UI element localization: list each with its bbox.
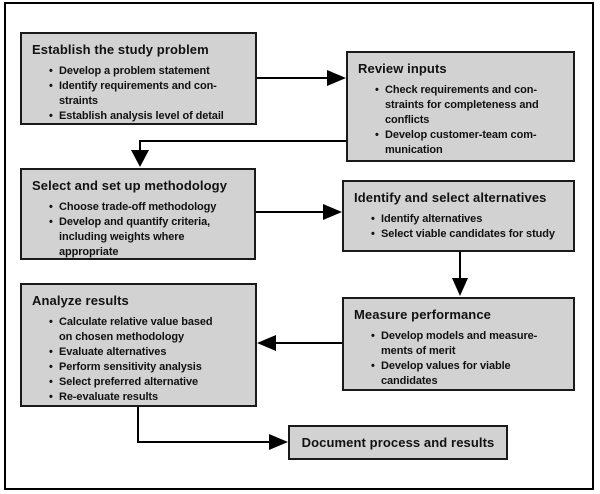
box-identify-alternatives: Identify and select alternatives Identif… [342, 180, 575, 252]
arrow-alternatives-to-measure [452, 252, 468, 296]
bullet-item: Establish analysis level of detail [49, 109, 253, 124]
box-title: Document process and results [301, 434, 495, 450]
bullet-item: Develop customer-team com- munication [375, 128, 571, 158]
bullet-item: Calculate relative value based on chosen… [49, 315, 253, 345]
bullet-item: Evaluate alternatives [49, 345, 253, 360]
box-document-process-results: Document process and results [288, 425, 508, 460]
bullet-item: Check requirements and con- straints for… [375, 83, 571, 128]
bullet-item: Re-evaluate results [49, 390, 253, 405]
bullet-item: Develop and quantify criteria, including… [49, 215, 252, 260]
bullet-item: Develop values for viable candidates [371, 359, 571, 389]
bullet-list: Develop models and measure- ments of mer… [354, 329, 571, 389]
box-title: Review inputs [358, 61, 447, 76]
arrow-measure-to-analyze [257, 335, 342, 351]
bullet-item: Choose trade-off methodology [49, 200, 252, 215]
bullet-item: Identify requirements and con- straints [49, 79, 253, 109]
bullet-list: Choose trade-off methodologyDevelop and … [32, 200, 252, 260]
bullet-item: Develop models and measure- ments of mer… [371, 329, 571, 359]
bullet-list: Develop a problem statementIdentify requ… [32, 64, 253, 124]
bullet-item: Select preferred alternative [49, 375, 253, 390]
box-title: Measure performance [354, 307, 492, 322]
arrow-establish-to-review [257, 70, 346, 86]
bullet-item: Select viable candidates for study [371, 227, 571, 242]
diagram-outer-border [4, 2, 594, 490]
box-analyze-results: Analyze results Calculate relative value… [20, 283, 257, 407]
box-title: Identify and select alternatives [354, 190, 547, 205]
bullet-item: Perform sensitivity analysis [49, 360, 253, 375]
box-establish-study-problem: Establish the study problem Develop a pr… [20, 32, 257, 125]
box-title: Establish the study problem [32, 42, 209, 57]
box-measure-performance: Measure performance Develop models and m… [342, 297, 575, 391]
arrow-analyze-to-document [137, 407, 288, 450]
bullet-item: Identify alternatives [371, 212, 571, 227]
bullet-list: Identify alternativesSelect viable candi… [354, 212, 571, 242]
arrow-review-to-methodology [131, 140, 346, 167]
bullet-list: Check requirements and con- straints for… [358, 83, 571, 158]
arrow-methodology-to-alternatives [256, 204, 342, 220]
box-select-methodology: Select and set up methodology Choose tra… [20, 168, 256, 260]
box-title: Select and set up methodology [32, 178, 228, 193]
bullet-item: Develop a problem statement [49, 64, 253, 79]
box-title: Analyze results [32, 293, 129, 308]
bullet-list: Calculate relative value based on chosen… [32, 315, 253, 405]
box-review-inputs: Review inputs Check requirements and con… [346, 51, 575, 162]
